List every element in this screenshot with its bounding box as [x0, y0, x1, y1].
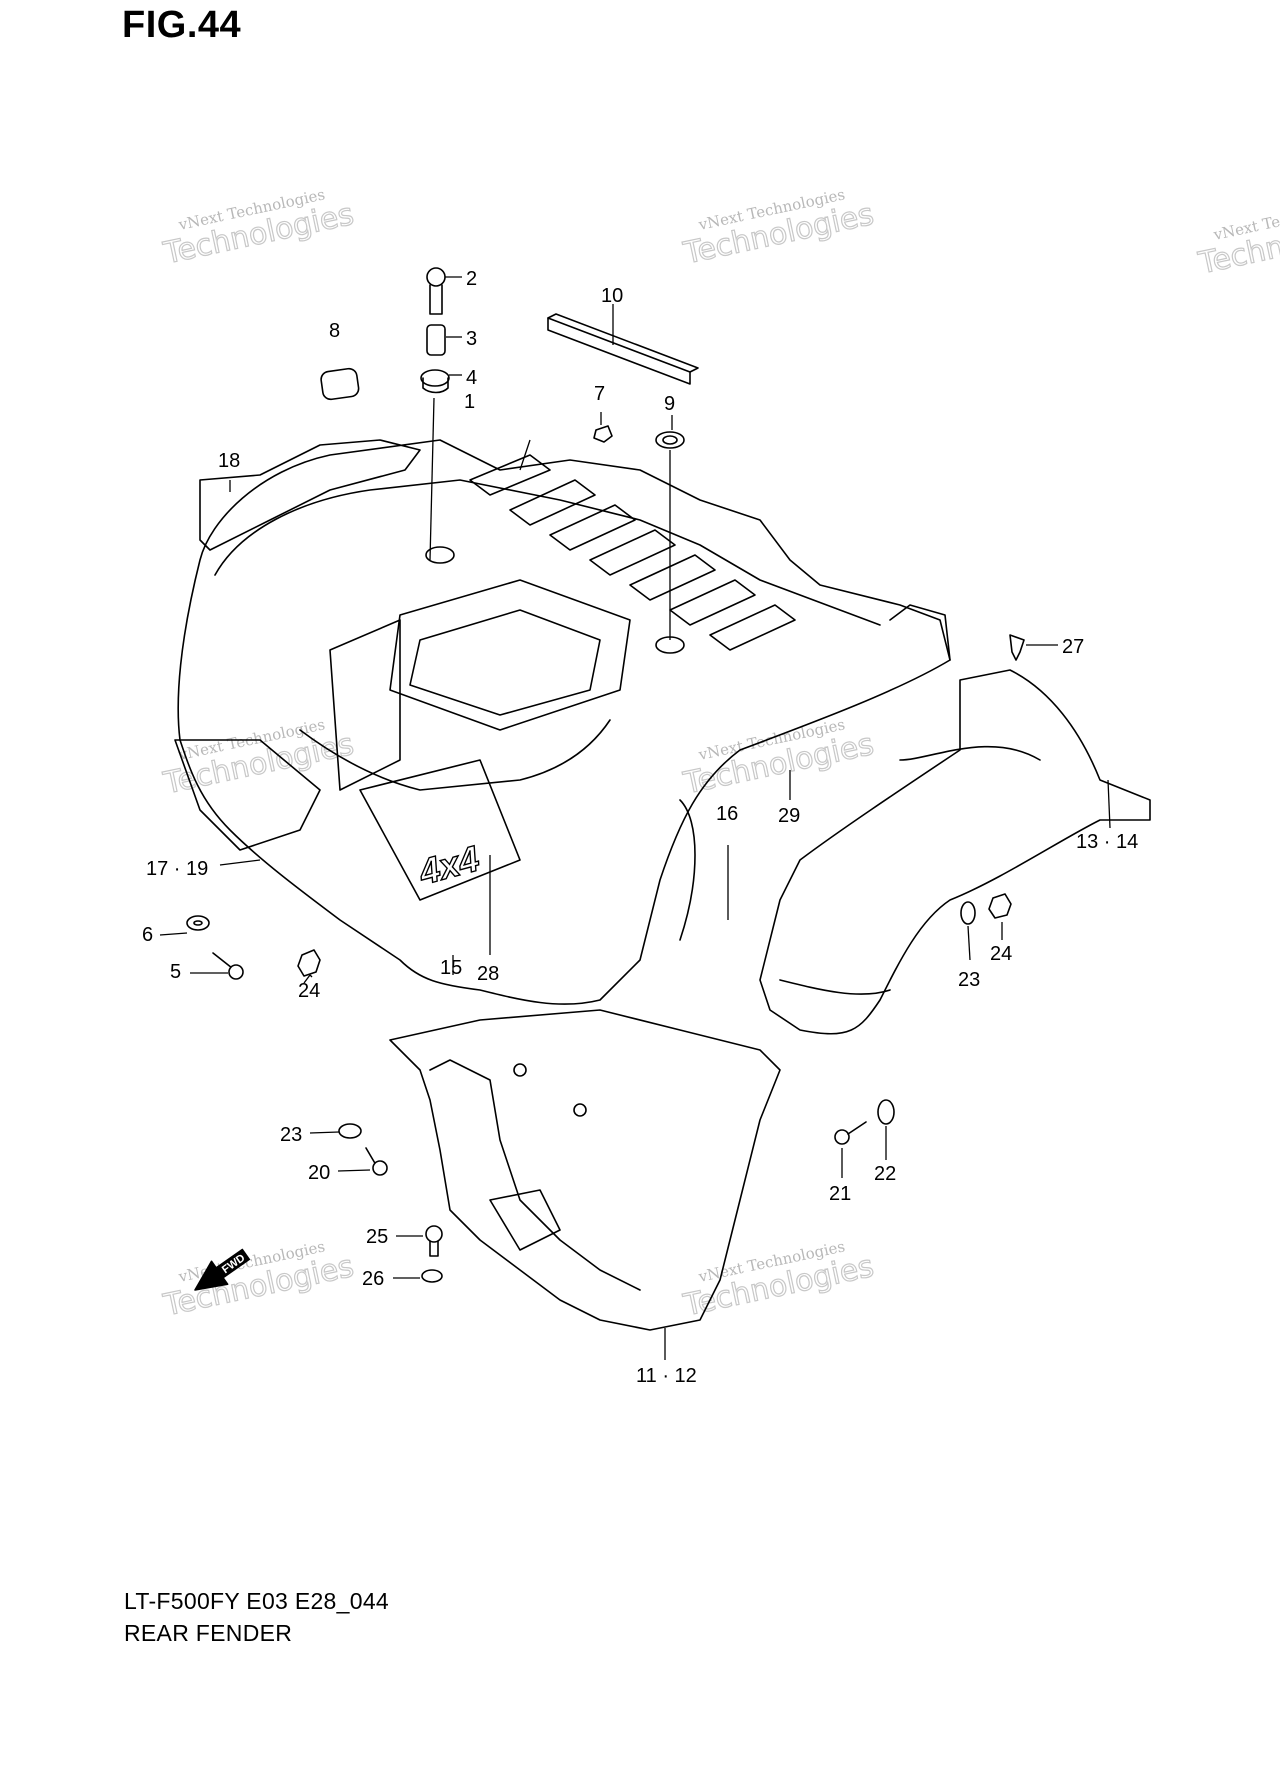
callout-8: 8: [329, 320, 340, 342]
watermark-top-left: vNext Technologies Technologies: [159, 185, 357, 272]
callout-1: 1: [464, 391, 475, 413]
callout-22: 22: [874, 1163, 896, 1185]
part-10-rubber-strip: [547, 313, 699, 385]
callout-11-12: 11 · 12: [636, 1365, 697, 1387]
callout-labels: 1 2 3 4 5 6 7 8 9 10 11 · 12 13 · 14 15 …: [142, 268, 1138, 1387]
part-18-left-guard: [199, 439, 421, 551]
watermark-bottom-center: vNext Technologies Technologies: [679, 1237, 877, 1324]
part-2-bolt: [426, 267, 446, 315]
figure-title: FIG.44: [122, 4, 242, 46]
watermark-group: vNext Technologies Technologies vNext Te…: [159, 185, 1280, 1324]
callout-24-right: 24: [990, 943, 1012, 965]
part-23-washer-right: [960, 901, 976, 925]
watermark-right-edge: vNext Technologies Technologies: [1194, 195, 1280, 282]
part-4-grommet: [420, 369, 450, 394]
callout-9: 9: [664, 393, 675, 415]
callout-2: 2: [466, 268, 477, 290]
callout-24-left: 24: [298, 980, 320, 1002]
callout-18: 18: [218, 450, 240, 472]
callout-7: 7: [594, 383, 605, 405]
callout-6: 6: [142, 924, 153, 946]
part-3-collar: [426, 324, 446, 356]
callout-20: 20: [308, 1162, 330, 1184]
watermark-top-center: vNext Technologies Technologies: [679, 185, 877, 272]
callout-26: 26: [362, 1268, 384, 1290]
watermark-mid-center: vNext Technologies Technologies: [679, 715, 877, 802]
callout-15: 15: [440, 957, 462, 979]
part-11-12-lower-mudflap: [389, 1009, 781, 1331]
watermark-mid-left: vNext Technologies Technologies: [159, 715, 357, 802]
part-25-bolt: [425, 1225, 443, 1257]
part-8-cushion: [320, 367, 360, 401]
callout-13-14: 13 · 14: [1076, 831, 1138, 853]
callout-5: 5: [170, 961, 181, 983]
callout-3: 3: [466, 328, 477, 350]
watermark-bottom-left: vNext Technologies Technologies: [159, 1237, 357, 1324]
callout-21: 21: [829, 1183, 851, 1205]
callout-23-left: 23: [280, 1124, 302, 1146]
callout-10: 10: [601, 285, 623, 307]
callout-23-right: 23: [958, 969, 980, 991]
part-24-nut-left: [297, 949, 321, 977]
part-26-washer: [421, 1269, 443, 1283]
part-20-screw: [365, 1147, 388, 1176]
part-9-grommet: [655, 431, 685, 449]
callout-27: 27: [1062, 636, 1084, 658]
part-group-name: REAR FENDER: [124, 1620, 293, 1646]
part-7-nut: [593, 425, 613, 443]
callout-29: 29: [778, 805, 800, 827]
leader-lines: [159, 276, 1111, 1360]
part-6-washer: [186, 915, 210, 931]
part-27-clip: [1009, 634, 1025, 661]
part-22-washer: [877, 1099, 895, 1125]
model-code: LT-F500FY E03 E28_044: [124, 1588, 390, 1614]
4x4-badge: 4x4: [414, 837, 484, 892]
part-13-14-right-fender: [759, 669, 1151, 1035]
rear-fender-main-body: 4x4: [174, 439, 951, 1005]
part-23-washer-left: [338, 1123, 362, 1139]
callout-25: 25: [366, 1226, 388, 1248]
callout-28: 28: [477, 963, 499, 985]
callout-4: 4: [466, 367, 477, 389]
callout-16: 16: [716, 803, 738, 825]
part-5-screw: [212, 952, 244, 980]
callout-17-19: 17 · 19: [146, 858, 208, 880]
part-21-screw: [834, 1121, 867, 1145]
part-24-nut-right: [988, 893, 1012, 919]
